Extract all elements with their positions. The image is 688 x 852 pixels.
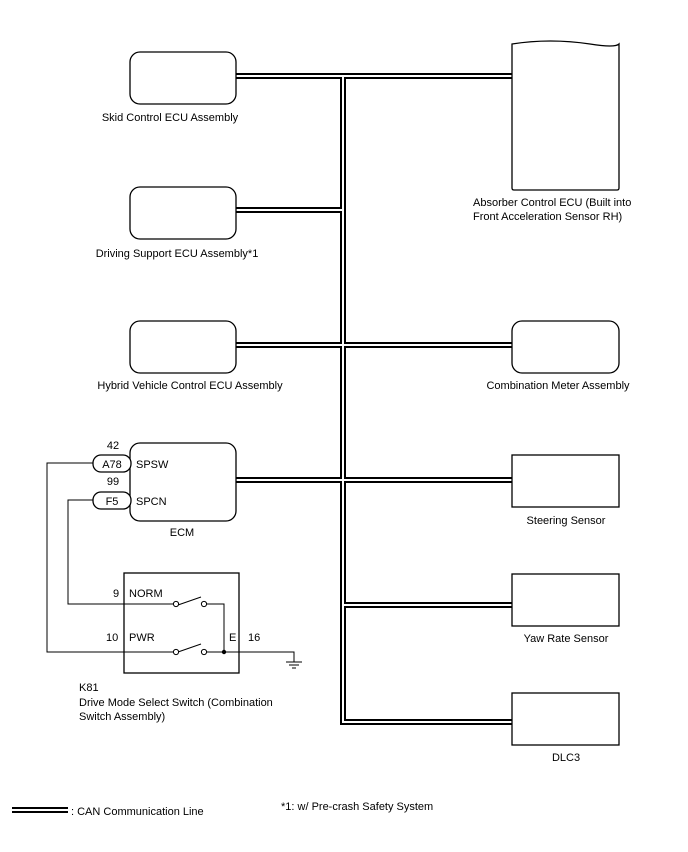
skid-control-ecu-box	[129, 51, 237, 105]
can-bus	[236, 73, 512, 725]
combination-meter-label: Combination Meter Assembly	[486, 380, 630, 392]
steering-sensor-box	[511, 454, 620, 508]
switch-code-k81: K81	[79, 682, 99, 694]
combination-meter-box	[511, 320, 620, 374]
ecm-pin-99: 99	[107, 476, 119, 488]
steering-sensor-label: Steering Sensor	[527, 515, 606, 527]
absorber-control-ecu-box	[511, 40, 620, 191]
ground-icon	[286, 661, 302, 669]
connector-f5-label: F5	[106, 496, 119, 508]
switch-pin-9: 9	[113, 588, 119, 600]
pwr-contact-right	[200, 648, 208, 656]
connector-a78-label: A78	[102, 459, 122, 471]
ecm-label: ECM	[170, 527, 194, 539]
switch-title-line2: Switch Assembly)	[79, 711, 165, 723]
junction-dot	[221, 649, 227, 655]
norm-contact-left	[172, 600, 180, 608]
ecm-pin-42: 42	[107, 440, 119, 452]
ecm-pin-spsw: SPSW	[136, 459, 169, 471]
switch-pin-10: 10	[106, 632, 118, 644]
yaw-rate-sensor-label: Yaw Rate Sensor	[524, 633, 609, 645]
switch-e-label: E	[229, 632, 236, 644]
absorber-ecu-label-line1: Absorber Control ECU (Built into	[473, 197, 631, 209]
switch-pwr-label: PWR	[129, 632, 155, 644]
can-bus-inner	[236, 75, 512, 723]
absorber-ecu-label-line2: Front Acceleration Sensor RH)	[473, 211, 622, 223]
switch-norm-label: NORM	[129, 588, 163, 600]
ecm-pin-spcn: SPCN	[136, 496, 167, 508]
drive-mode-switch-box	[123, 572, 240, 674]
pwr-contact-left	[172, 648, 180, 656]
yaw-rate-sensor-box	[511, 573, 620, 627]
ecm-box	[129, 442, 237, 522]
dlc3-label: DLC3	[552, 752, 580, 764]
dlc3-box	[511, 692, 620, 746]
switch-wires	[46, 462, 295, 662]
can-bus-outer	[236, 73, 512, 725]
switch-pin-16: 16	[248, 632, 260, 644]
legend-can-label: : CAN Communication Line	[71, 806, 204, 818]
hybrid-vehicle-ecu-box	[129, 320, 237, 374]
hybrid-vehicle-ecu-label: Hybrid Vehicle Control ECU Assembly	[97, 380, 283, 392]
footnote: *1: w/ Pre-crash Safety System	[281, 801, 433, 813]
driving-support-ecu-label: Driving Support ECU Assembly*1	[96, 248, 259, 260]
skid-control-ecu-label: Skid Control ECU Assembly	[102, 112, 239, 124]
switch-title-line1: Drive Mode Select Switch (Combination	[79, 697, 273, 709]
norm-contact-right	[200, 600, 208, 608]
driving-support-ecu-box	[129, 186, 237, 240]
